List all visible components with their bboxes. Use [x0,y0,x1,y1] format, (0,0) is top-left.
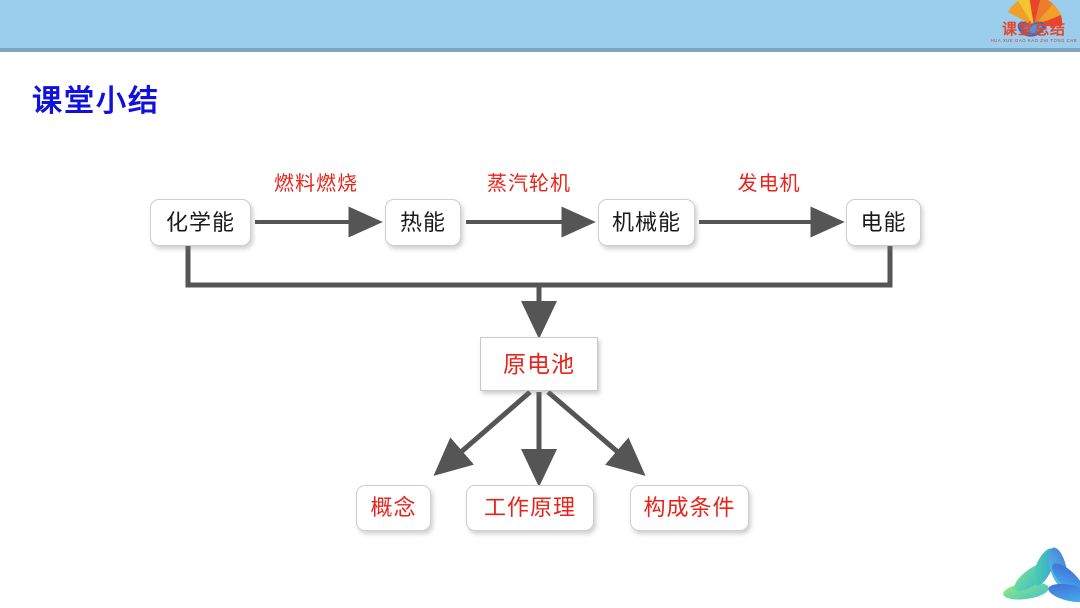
brand-logo-icon [988,0,1080,48]
node-electrical-energy[interactable]: 电能 [846,199,921,246]
node-構成-conditions[interactable]: 构成条件 [630,485,749,531]
page-title: 课堂小结 [32,85,160,118]
node-label: 化学能 [165,209,235,235]
edge-label-generator: 发电机 [737,173,801,195]
brand-logo-label: 课堂总结 [1001,21,1066,38]
header-divider [0,48,1080,52]
node-mechanical-energy[interactable]: 机械能 [598,199,695,246]
header-band [0,0,1080,48]
node-galvanic-cell[interactable]: 原电池 [480,337,598,391]
node-label: 电能 [860,209,907,235]
node-label: 原电池 [503,350,575,377]
node-working-principle[interactable]: 工作原理 [466,485,594,531]
edge-label-fuel-combustion: 燃料燃烧 [274,173,358,195]
node-label: 热能 [399,209,446,235]
node-chemical-energy[interactable]: 化学能 [150,199,251,246]
edge-label-steam-turbine: 蒸汽轮机 [487,173,571,195]
node-label: 机械能 [611,209,681,235]
node-label: 概念 [370,495,417,520]
node-thermal-energy[interactable]: 热能 [385,199,461,246]
brand-logo-subtitle: HUA XUE GAO KAO ZHI TONG CHE [990,38,1078,43]
node-label: 构成条件 [643,495,736,520]
corner-flourish-icon [988,543,1080,608]
node-label: 工作原理 [483,495,576,520]
node-concept[interactable]: 概念 [356,485,431,531]
